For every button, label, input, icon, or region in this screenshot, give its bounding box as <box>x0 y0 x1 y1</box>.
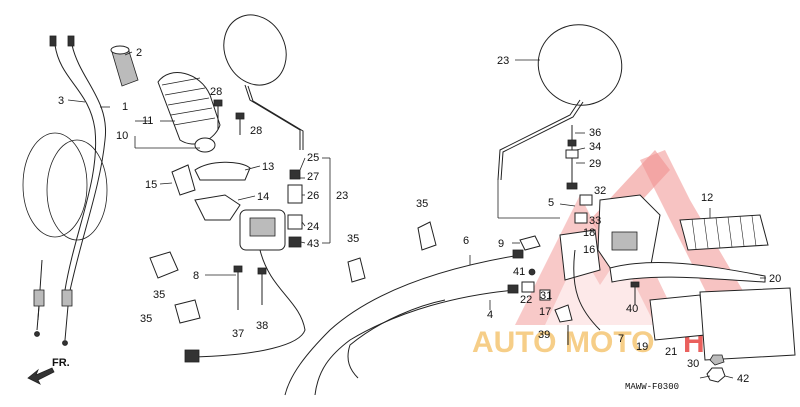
front-marker-text: FR. <box>52 357 70 369</box>
mirror-fasteners <box>287 169 303 248</box>
label-27: 27 <box>307 171 319 183</box>
label-3: 3 <box>58 95 64 107</box>
label-41: 41 <box>513 266 525 278</box>
left-mirror <box>223 14 304 150</box>
label-14: 14 <box>257 191 269 203</box>
label-33: 33 <box>589 215 601 227</box>
label-37: 37 <box>232 328 244 340</box>
throttle-cables <box>22 35 108 346</box>
label-18: 18 <box>583 227 595 239</box>
label-23-side: 23 <box>336 190 348 202</box>
right-fasteners <box>565 125 579 190</box>
label-19: 19 <box>636 341 648 353</box>
label-28-bottom: 28 <box>250 125 262 137</box>
switch-screws <box>233 265 267 310</box>
label-5: 5 <box>548 197 554 209</box>
label-34: 34 <box>589 141 601 153</box>
diagram-code: MAWW-F0300 <box>625 382 679 392</box>
screws <box>213 99 245 135</box>
label-35-c: 35 <box>153 289 165 301</box>
label-30: 30 <box>687 358 699 370</box>
label-8: 8 <box>193 270 199 282</box>
label-15: 15 <box>145 179 157 191</box>
part-labels: 1 2 3 4 5 6 7 8 9 10 11 12 13 14 15 16 1… <box>58 47 781 385</box>
front-direction-arrow: FR. <box>27 357 70 385</box>
grip-end-cap <box>110 45 139 87</box>
label-35-d: 35 <box>140 313 152 325</box>
label-11: 11 <box>142 115 153 127</box>
label-17: 17 <box>539 306 551 318</box>
label-2: 2 <box>136 47 142 59</box>
label-24: 24 <box>307 221 319 233</box>
cable-clamps-center <box>347 221 437 283</box>
label-10: 10 <box>116 130 128 142</box>
label-28-top: 28 <box>210 86 222 98</box>
label-21: 21 <box>665 346 677 358</box>
label-20: 20 <box>769 273 781 285</box>
clutch-cables <box>284 249 524 396</box>
throttle-grip <box>157 72 221 153</box>
label-43: 43 <box>307 238 319 250</box>
label-42: 42 <box>737 373 749 385</box>
label-7: 7 <box>618 333 624 345</box>
label-38: 38 <box>256 320 268 332</box>
label-25: 25 <box>307 152 319 164</box>
label-16: 16 <box>583 244 595 256</box>
label-9: 9 <box>498 238 504 250</box>
label-29: 29 <box>589 158 601 170</box>
left-switch-assembly <box>184 209 306 363</box>
label-36: 36 <box>589 127 601 139</box>
label-32: 32 <box>594 185 606 197</box>
label-35-a: 35 <box>416 198 428 210</box>
label-6: 6 <box>463 235 469 247</box>
master-cylinder <box>649 287 796 361</box>
cable-clamps-left <box>149 251 201 324</box>
label-22: 22 <box>520 294 532 306</box>
label-39: 39 <box>538 329 550 341</box>
leader-lines <box>67 51 766 379</box>
label-35-b: 35 <box>347 233 359 245</box>
label-1: 1 <box>122 101 128 113</box>
label-23-top: 23 <box>497 55 509 67</box>
lever-holder <box>559 229 601 331</box>
label-13: 13 <box>262 161 274 173</box>
label-12: 12 <box>701 192 713 204</box>
small-parts <box>519 194 726 383</box>
label-4: 4 <box>487 309 493 321</box>
label-40: 40 <box>626 303 638 315</box>
label-26: 26 <box>307 190 319 202</box>
right-grip <box>679 214 769 251</box>
right-mirror <box>497 24 623 181</box>
switch-housings <box>171 161 251 221</box>
brake-lever <box>609 261 766 283</box>
watermark-auto: AUTO <box>472 326 556 359</box>
watermark-moto: MOTO <box>565 326 654 359</box>
label-31: 31 <box>540 290 552 302</box>
